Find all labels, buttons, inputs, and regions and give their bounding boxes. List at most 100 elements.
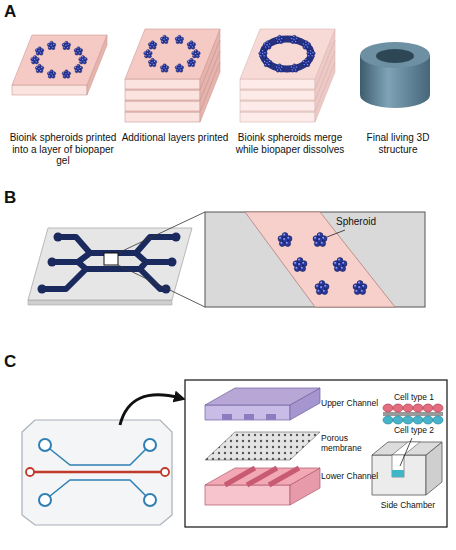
cell-layers — [413, 416, 423, 424]
part-label: Porous membrane — [321, 434, 371, 454]
tissue-ring — [360, 42, 430, 68]
cell-layers — [393, 416, 403, 424]
part-label: Cell type 1 — [383, 393, 445, 403]
zoom-lines — [118, 212, 205, 307]
part-label: Upper Channel — [321, 399, 383, 409]
panel-letter: B — [4, 188, 28, 208]
upper-channel-layer — [266, 414, 276, 420]
cell-layers — [383, 416, 393, 424]
tissue-ring — [376, 49, 414, 63]
channel-inset — [293, 258, 307, 272]
upper-channel-layer — [205, 388, 320, 405]
upper-channel-layer — [205, 388, 320, 420]
porous-membrane-layer — [205, 432, 320, 460]
microfluidic-chip — [38, 285, 47, 294]
microfluidic-chip — [54, 233, 63, 242]
microfluidic-chip — [28, 300, 172, 305]
cell-layers — [393, 404, 403, 412]
lower-channel-layer — [269, 468, 299, 485]
dissolving-layers — [240, 29, 335, 122]
channel-inset — [327, 230, 345, 237]
panel-letter: C — [4, 352, 28, 372]
stacked-layers — [125, 29, 220, 122]
zoom-lines — [118, 265, 205, 307]
step-caption: Bioink spheroids merge while biopaper di… — [234, 132, 346, 155]
microfluidic-chip — [42, 237, 176, 289]
part-label: Spheroid — [336, 216, 406, 228]
channel-inset — [278, 233, 292, 247]
lower-channel-layer — [205, 468, 320, 505]
organ-chip-device — [161, 468, 169, 476]
lower-channel-layer — [205, 468, 320, 485]
organ-chip-device — [144, 439, 156, 451]
side-chamber-block — [400, 438, 412, 466]
channel-inset — [333, 258, 347, 272]
channel-inset — [313, 233, 327, 247]
microfluidic-chip — [104, 253, 118, 265]
channel-inset — [315, 281, 329, 295]
cell-layers — [383, 404, 443, 412]
lower-channel-layer — [205, 485, 290, 505]
inset-frame — [185, 380, 447, 527]
cell-layers — [413, 404, 423, 412]
stacked-layers — [125, 29, 220, 89]
zoom-arrow — [120, 395, 180, 425]
cell-layers — [383, 412, 443, 416]
organ-chip-device — [22, 420, 172, 525]
microfluidic-chip — [162, 285, 171, 294]
microfluidic-chip — [48, 258, 57, 267]
upper-channel-layer — [222, 414, 232, 420]
organ-chip-device — [39, 439, 51, 451]
side-chamber-block — [392, 442, 420, 455]
part-label: Cell type 2 — [383, 426, 445, 436]
organ-chip-device — [45, 445, 150, 500]
single-printed-layer — [31, 41, 87, 78]
channel-inset — [353, 281, 367, 295]
cell-layers — [383, 416, 443, 424]
dissolving-layers — [240, 29, 335, 89]
organ-chip-device — [26, 468, 34, 476]
step-caption: Final living 3D structure — [348, 132, 448, 155]
cell-layers — [433, 416, 443, 424]
upper-channel-layer — [205, 405, 290, 420]
organ-chip-device — [39, 494, 51, 506]
part-label: Lower Channel — [321, 472, 383, 482]
microfluidic-chip — [28, 228, 192, 305]
side-chamber-block — [372, 455, 426, 495]
single-printed-layer — [12, 35, 107, 95]
channel-inset — [205, 212, 425, 307]
organ-chip-device — [30, 471, 165, 474]
stacked-layers — [144, 35, 200, 72]
cell-layers — [433, 404, 443, 412]
upper-channel-layer — [244, 414, 254, 420]
tissue-ring — [360, 42, 430, 108]
step-caption: Additional layers printed — [120, 132, 230, 144]
cell-layers — [383, 404, 393, 412]
cell-layers — [423, 404, 433, 412]
microfluidic-chip — [168, 258, 177, 267]
organ-chip-device — [144, 494, 156, 506]
cell-layers — [403, 404, 413, 412]
step-caption: Bioink spheroids printed into a layer of… — [6, 132, 120, 167]
lower-channel-layer — [225, 468, 299, 485]
side-chamber-block — [372, 442, 442, 455]
side-chamber-block — [392, 455, 404, 477]
channel-inset — [205, 212, 425, 307]
cell-layers — [423, 416, 433, 424]
organ-chip-device — [22, 420, 172, 525]
side-chamber-block — [392, 470, 404, 477]
panel-letter: A — [4, 2, 28, 22]
side-chamber-block — [372, 438, 442, 495]
single-printed-layer — [12, 35, 107, 95]
porous-membrane-layer — [205, 432, 320, 460]
microfluidic-chip — [172, 233, 181, 242]
microfluidic-chip — [58, 237, 176, 253]
zoom-lines — [118, 212, 205, 253]
part-label: Side Chamber — [370, 501, 446, 511]
dissolving-layers — [240, 29, 335, 122]
cell-layers — [383, 404, 443, 424]
microfluidic-chip — [78, 253, 146, 269]
